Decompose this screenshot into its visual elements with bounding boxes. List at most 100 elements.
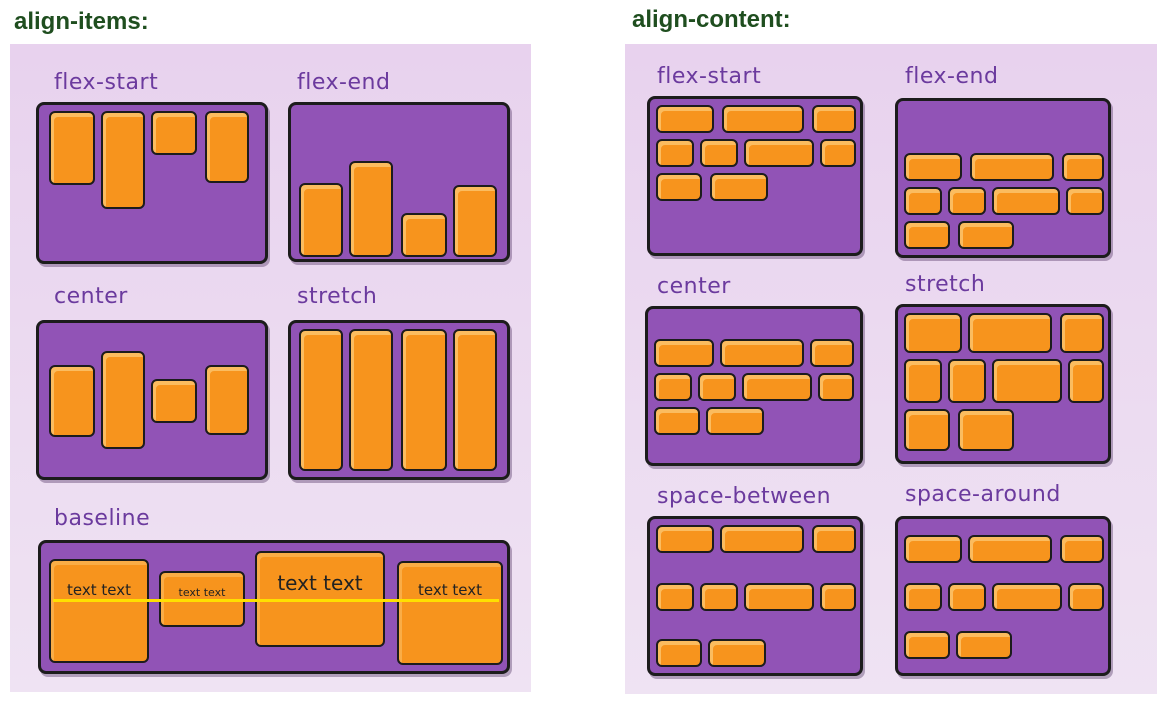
flex-item: [654, 339, 714, 367]
flex-item: [904, 221, 950, 249]
baseline-item-text: text text: [67, 581, 131, 599]
flex-item: [49, 365, 95, 437]
flex-item: [904, 359, 942, 403]
flex-item: [1060, 535, 1104, 563]
label-space-between: space-between: [657, 484, 832, 509]
align-items-panel: flex-start flex-end center stretch basel…: [10, 44, 531, 692]
flex-item: [904, 535, 962, 563]
flex-item: [453, 185, 497, 257]
label-baseline: baseline: [54, 506, 151, 531]
flex-item: [401, 329, 447, 471]
space-between-container: [647, 516, 863, 676]
flex-item: [968, 313, 1052, 353]
flex-item: [904, 153, 962, 181]
flex-item: [810, 339, 854, 367]
flex-item: [1068, 359, 1104, 403]
flex-item: [700, 583, 738, 611]
flex-item: [812, 525, 856, 553]
flex-item: [710, 173, 768, 201]
flex-item: [205, 365, 249, 435]
center-container: [645, 306, 863, 466]
flex-item: [656, 139, 694, 167]
flex-item: [1066, 187, 1104, 215]
align-items-heading: align-items:: [14, 8, 149, 35]
flex-start-container: [36, 102, 268, 264]
baseline-line: [53, 599, 499, 602]
flex-item: [401, 213, 447, 257]
baseline-item: text text: [397, 561, 503, 665]
flex-item: [968, 535, 1052, 563]
baseline-item: text text: [49, 559, 149, 663]
flex-item: [1062, 153, 1104, 181]
label-center: center: [54, 284, 128, 309]
flex-item: [299, 183, 343, 257]
flex-item: [101, 351, 145, 449]
flex-item: [654, 407, 700, 435]
label-space-around: space-around: [905, 482, 1061, 507]
flex-item: [948, 359, 986, 403]
flex-item: [958, 409, 1014, 451]
flex-item: [904, 409, 950, 451]
align-content-panel: flex-start flex-end center st: [625, 44, 1157, 694]
flex-item: [820, 139, 856, 167]
flex-item: [744, 583, 814, 611]
label-stretch: stretch: [905, 272, 986, 297]
flex-item: [720, 339, 804, 367]
flex-item: [453, 329, 497, 471]
flex-item: [904, 583, 942, 611]
flex-item: [349, 329, 393, 471]
flex-item: [958, 221, 1014, 249]
label-flex-end: flex-end: [297, 70, 391, 95]
flex-item: [992, 187, 1060, 215]
flex-start-container: [647, 96, 863, 256]
label-flex-start: flex-start: [54, 70, 159, 95]
baseline-item-text: text text: [418, 581, 482, 599]
flex-item: [654, 373, 692, 401]
label-stretch: stretch: [297, 284, 378, 309]
flex-item: [742, 373, 812, 401]
flex-item: [299, 329, 343, 471]
flex-item: [1068, 583, 1104, 611]
flex-item: [708, 639, 766, 667]
label-flex-start: flex-start: [657, 64, 762, 89]
space-around-container: [895, 516, 1111, 676]
flex-item: [948, 187, 986, 215]
baseline-container: text text text text text text text text: [38, 540, 510, 674]
baseline-item-text: text text: [277, 571, 363, 595]
flex-item: [722, 105, 804, 133]
flex-item: [349, 161, 393, 257]
flex-item: [992, 583, 1062, 611]
flex-item: [698, 373, 736, 401]
flex-end-container: [288, 102, 510, 262]
flex-item: [656, 639, 702, 667]
label-center: center: [657, 274, 731, 299]
flex-end-container: [895, 98, 1111, 258]
label-flex-end: flex-end: [905, 64, 999, 89]
flex-item: [151, 379, 197, 423]
flex-item: [904, 631, 950, 659]
flex-item: [656, 105, 714, 133]
flex-item: [656, 583, 694, 611]
align-content-heading: align-content:: [632, 6, 791, 33]
flex-item: [700, 139, 738, 167]
flex-item: [720, 525, 804, 553]
flex-item: [904, 313, 962, 353]
flex-item: [101, 111, 145, 209]
flex-item: [956, 631, 1012, 659]
stretch-container: [895, 304, 1111, 464]
flex-item: [205, 111, 249, 183]
center-container: [36, 320, 268, 480]
flex-item: [818, 373, 854, 401]
flex-item: [656, 525, 714, 553]
flex-item: [49, 111, 95, 185]
flex-item: [706, 407, 764, 435]
flex-item: [151, 111, 197, 155]
flex-item: [904, 187, 942, 215]
flex-item: [744, 139, 814, 167]
flex-item: [812, 105, 856, 133]
stretch-container: [288, 320, 510, 480]
baseline-item-text: text text: [178, 586, 226, 599]
flex-item: [970, 153, 1054, 181]
flex-item: [656, 173, 702, 201]
flex-item: [820, 583, 856, 611]
